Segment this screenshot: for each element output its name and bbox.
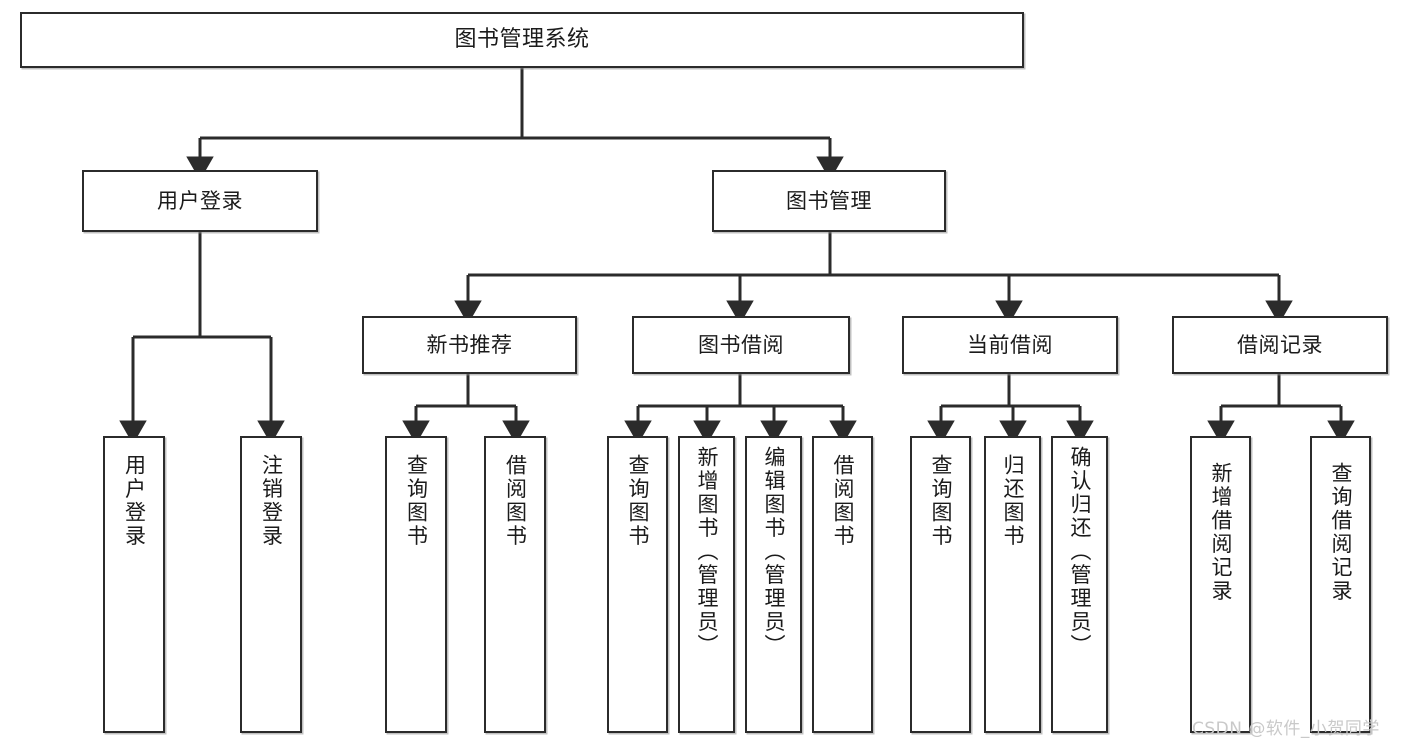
node-leaf-query-book-2[interactable]: 查询图书 <box>607 436 668 733</box>
node-leaf-borrow-book-1-label: 借阅图书 <box>503 454 528 548</box>
node-book-management-label: 图书管理 <box>786 188 872 213</box>
node-book-borrow-label: 图书借阅 <box>698 332 784 357</box>
node-new-book-recommend-label: 新书推荐 <box>426 332 513 357</box>
node-leaf-confirm-return-label: 确认归还（管理员） <box>1068 446 1092 658</box>
node-book-borrow[interactable]: 图书借阅 <box>632 316 850 374</box>
node-book-management[interactable]: 图书管理 <box>712 170 946 232</box>
node-leaf-return-book[interactable]: 归还图书 <box>984 436 1041 733</box>
node-leaf-add-record-label: 新增借阅记录 <box>1209 462 1233 603</box>
node-leaf-return-book-label: 归还图书 <box>1001 454 1025 548</box>
node-leaf-query-book-1[interactable]: 查询图书 <box>385 436 447 733</box>
node-leaf-user-login[interactable]: 用户登录 <box>103 436 165 733</box>
node-leaf-add-book[interactable]: 新增图书（管理员） <box>678 436 735 733</box>
watermark-text: CSDN @软件_小贺同学 <box>1192 719 1380 739</box>
node-leaf-query-record-label: 查询借阅记录 <box>1329 462 1353 603</box>
node-user-login-label: 用户登录 <box>157 188 243 213</box>
node-current-borrow-label: 当前借阅 <box>967 332 1053 357</box>
node-leaf-add-record[interactable]: 新增借阅记录 <box>1190 436 1251 733</box>
node-leaf-query-book-3[interactable]: 查询图书 <box>910 436 971 733</box>
node-leaf-borrow-book-1[interactable]: 借阅图书 <box>484 436 546 733</box>
node-leaf-query-book-2-label: 查询图书 <box>626 454 650 548</box>
node-leaf-user-logout[interactable]: 注销登录 <box>240 436 302 733</box>
node-root-label: 图书管理系统 <box>454 27 590 53</box>
node-current-borrow[interactable]: 当前借阅 <box>902 316 1118 374</box>
node-leaf-add-book-label: 新增图书（管理员） <box>695 446 719 658</box>
node-new-book-recommend[interactable]: 新书推荐 <box>362 316 577 374</box>
node-borrow-record[interactable]: 借阅记录 <box>1172 316 1388 374</box>
node-user-login[interactable]: 用户登录 <box>82 170 318 232</box>
node-leaf-confirm-return[interactable]: 确认归还（管理员） <box>1051 436 1108 733</box>
node-leaf-edit-book[interactable]: 编辑图书（管理员） <box>745 436 802 733</box>
node-borrow-record-label: 借阅记录 <box>1237 332 1323 357</box>
node-root[interactable]: 图书管理系统 <box>20 12 1024 68</box>
node-leaf-borrow-book-2-label: 借阅图书 <box>831 454 855 548</box>
node-leaf-edit-book-label: 编辑图书（管理员） <box>762 446 786 658</box>
node-leaf-query-record[interactable]: 查询借阅记录 <box>1310 436 1371 733</box>
node-leaf-query-book-3-label: 查询图书 <box>929 454 953 548</box>
node-leaf-borrow-book-2[interactable]: 借阅图书 <box>812 436 873 733</box>
node-leaf-user-login-label: 用户登录 <box>122 454 147 548</box>
node-leaf-query-book-1-label: 查询图书 <box>404 454 429 548</box>
node-leaf-user-logout-label: 注销登录 <box>259 454 284 548</box>
